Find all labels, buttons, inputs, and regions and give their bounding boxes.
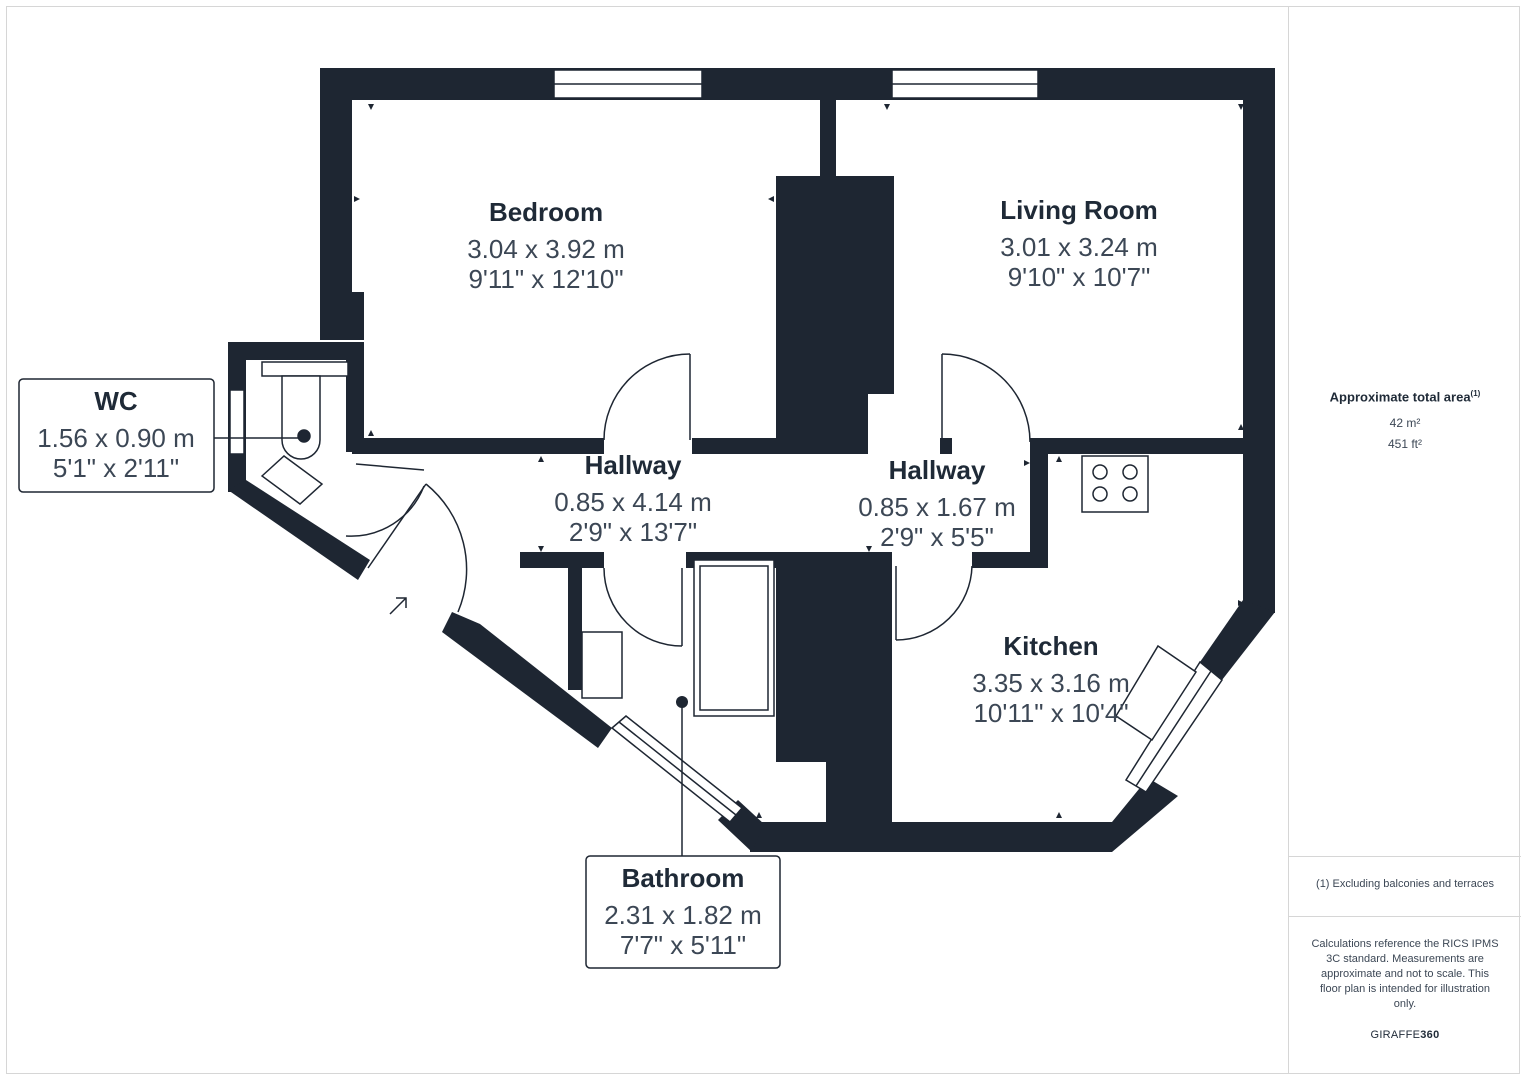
disclaimer: Calculations reference the RICS IPMS 3C … — [1311, 938, 1499, 1010]
room-imperial: 2'9" x 13'7" — [569, 517, 697, 547]
room-kitchen: Kitchen 3.35 x 3.16 m 10'11" x 10'4" — [972, 631, 1130, 728]
bathroom-leader — [676, 696, 688, 856]
room-name: WC — [94, 386, 138, 416]
room-metric: 1.56 x 0.90 m — [37, 423, 195, 453]
footnote: (1) Excluding balconies and terraces — [1316, 878, 1494, 890]
room-imperial: 2'9" x 5'5" — [880, 522, 994, 552]
entrance-arrow-icon — [389, 597, 407, 615]
wc-label-box — [18, 378, 215, 493]
walls — [228, 68, 1275, 852]
sidebar-divider — [1289, 856, 1521, 857]
room-metric: 3.01 x 3.24 m — [1000, 232, 1158, 262]
room-metric: 3.35 x 3.16 m — [972, 668, 1130, 698]
room-metric: 2.31 x 1.82 m — [604, 900, 762, 930]
sidebar-divider — [1289, 916, 1521, 917]
room-name: Bedroom — [489, 197, 603, 227]
room-bedroom: Bedroom 3.04 x 3.92 m 9'11" x 12'10" — [467, 197, 625, 294]
brand-logo: GIRAFFE360 — [1289, 1029, 1521, 1041]
doors — [345, 353, 1031, 647]
room-name: Hallway — [889, 455, 986, 485]
page-frame — [6, 6, 1520, 1074]
room-metric: 0.85 x 4.14 m — [554, 487, 712, 517]
area-sidebar: Approximate total area(1) 42 m² 451 ft² … — [1288, 6, 1521, 1074]
brand-suffix: 360 — [1420, 1029, 1440, 1041]
room-name: Bathroom — [622, 863, 745, 893]
brand-prefix: GIRAFFE — [1370, 1029, 1421, 1041]
area-title-text: Approximate total area — [1329, 389, 1471, 405]
room-name: Hallway — [585, 450, 682, 480]
room-metric: 3.04 x 3.92 m — [467, 234, 625, 264]
area-title: Approximate total area(1) — [1289, 389, 1521, 404]
measurement-markers — [354, 104, 1244, 818]
room-bathroom: Bathroom 2.31 x 1.82 m 7'7" x 5'11" — [604, 863, 762, 960]
room-name: Kitchen — [1003, 631, 1098, 661]
room-imperial: 7'7" x 5'11" — [620, 930, 746, 960]
room-name: Living Room — [1000, 195, 1157, 225]
windows — [229, 69, 1224, 824]
room-hallway-right: Hallway 0.85 x 1.67 m 2'9" x 5'5" — [858, 455, 1016, 552]
area-m2: 42 m² — [1389, 416, 1421, 430]
room-imperial: 10'11" x 10'4" — [973, 698, 1128, 728]
room-wc: WC 1.56 x 0.90 m 5'1" x 2'11" — [37, 386, 195, 483]
bathroom-label-box — [585, 855, 781, 969]
fixtures — [260, 361, 1198, 742]
room-metric: 0.85 x 1.67 m — [858, 492, 1016, 522]
room-imperial: 5'1" x 2'11" — [53, 453, 179, 483]
room-imperial: 9'10" x 10'7" — [1008, 262, 1151, 292]
room-hallway-left: Hallway 0.85 x 4.14 m 2'9" x 13'7" — [554, 450, 712, 547]
area-note-marker: (1) — [1470, 389, 1481, 398]
area-ft2: 451 ft² — [1387, 437, 1423, 451]
room-imperial: 9'11" x 12'10" — [468, 264, 623, 294]
room-living-room: Living Room 3.01 x 3.24 m 9'10" x 10'7" — [1000, 195, 1158, 292]
